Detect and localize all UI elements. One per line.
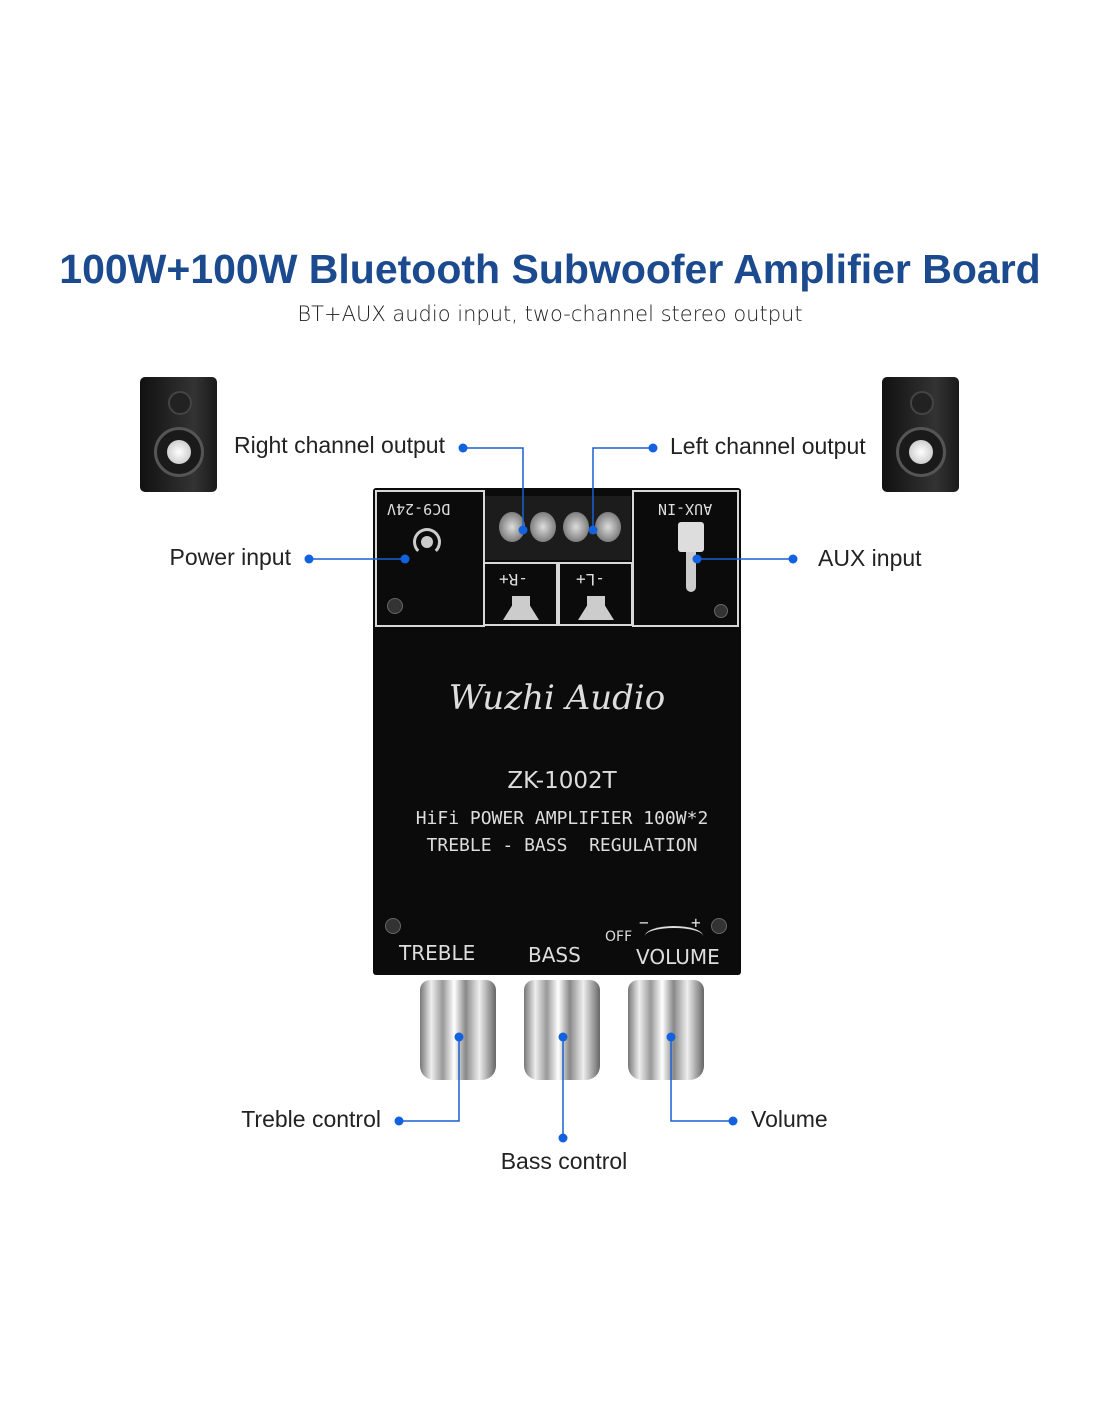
- right-channel-panel: -R+: [483, 562, 558, 626]
- page-title: 100W+100W Bluetooth Subwoofer Amplifier …: [59, 246, 1041, 292]
- right-channel-callout: Right channel output: [234, 432, 445, 458]
- dc-jack-icon: [413, 528, 441, 556]
- left-channel-callout: Left channel output: [670, 433, 866, 459]
- plus-label: +: [691, 913, 701, 932]
- volume-label: VOLUME: [636, 945, 720, 969]
- off-label: OFF: [605, 929, 633, 945]
- speaker-terminal-block[interactable]: [485, 496, 631, 560]
- power-input-callout: Power input: [169, 544, 291, 570]
- screw-icon: [385, 918, 401, 934]
- right-speaker-image: [140, 377, 217, 492]
- minus-label: −: [639, 913, 649, 932]
- model-number: ZK-1002T: [507, 768, 617, 794]
- treble-control-callout: Treble control: [241, 1106, 381, 1132]
- subtitle: BT+AUX audio input, two-channel stereo o…: [297, 302, 803, 326]
- volume-knob[interactable]: [628, 980, 704, 1080]
- volume-callout: Volume: [751, 1106, 828, 1132]
- aux-jack-icon: [678, 522, 704, 552]
- screw-icon: [714, 604, 728, 618]
- screw-icon: [711, 918, 727, 934]
- left-channel-panel: -L+: [558, 562, 633, 626]
- spec-line-1: HiFi POWER AMPLIFIER 100W*2: [415, 808, 709, 829]
- spec-line-2: TREBLE - BASS REGULATION: [426, 835, 698, 856]
- treble-label: TREBLE: [399, 941, 476, 965]
- aux-input-callout: AUX input: [818, 545, 922, 571]
- brand-logo: Wuzhi Audio: [448, 678, 666, 718]
- left-speaker-image: [882, 377, 959, 492]
- screw-icon: [387, 598, 403, 614]
- bass-knob[interactable]: [524, 980, 600, 1080]
- treble-knob[interactable]: [420, 980, 496, 1080]
- volume-arrow-icon: [645, 926, 703, 946]
- bass-control-callout: Bass control: [500, 1148, 628, 1174]
- bass-label: BASS: [528, 943, 581, 967]
